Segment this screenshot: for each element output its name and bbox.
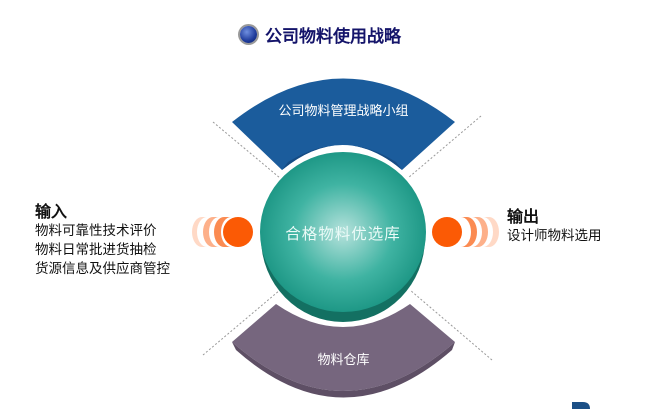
guide-lines xyxy=(202,115,493,361)
guide-line xyxy=(212,121,281,179)
center-label: 合格物料优选库 xyxy=(285,225,401,243)
output-block: 输出 设计师物料选用 xyxy=(507,203,602,246)
bottom-segment-label: 物料仓库 xyxy=(317,353,370,368)
top-segment-label: 公司物料管理战略小组 xyxy=(278,104,409,119)
output-heading: 输出 xyxy=(507,207,540,226)
input-heading: 输入 xyxy=(35,202,68,221)
input-block: 输入 物料可靠性技术评价 物料日常批进货抽检 货源信息及供应商管控 xyxy=(35,198,170,279)
diagram-title: 公司物料使用战略 xyxy=(240,22,401,47)
input-item: 物料可靠性技术评价 xyxy=(35,223,157,239)
output-item: 设计师物料选用 xyxy=(507,228,602,244)
output-arrow-icon xyxy=(432,217,499,247)
top-segment-shape xyxy=(232,78,455,170)
guide-line xyxy=(202,289,281,356)
partial-logo-icon xyxy=(572,402,590,409)
guide-line xyxy=(409,289,493,361)
bullet-ball-icon xyxy=(240,26,257,43)
input-item: 货源信息及供应商管控 xyxy=(35,261,170,277)
input-arrow-icon xyxy=(192,217,253,247)
center-circle xyxy=(260,152,426,312)
input-item: 物料日常批进货抽检 xyxy=(35,242,157,258)
title-text: 公司物料使用战略 xyxy=(265,27,401,47)
bottom-segment-shape xyxy=(232,304,455,391)
